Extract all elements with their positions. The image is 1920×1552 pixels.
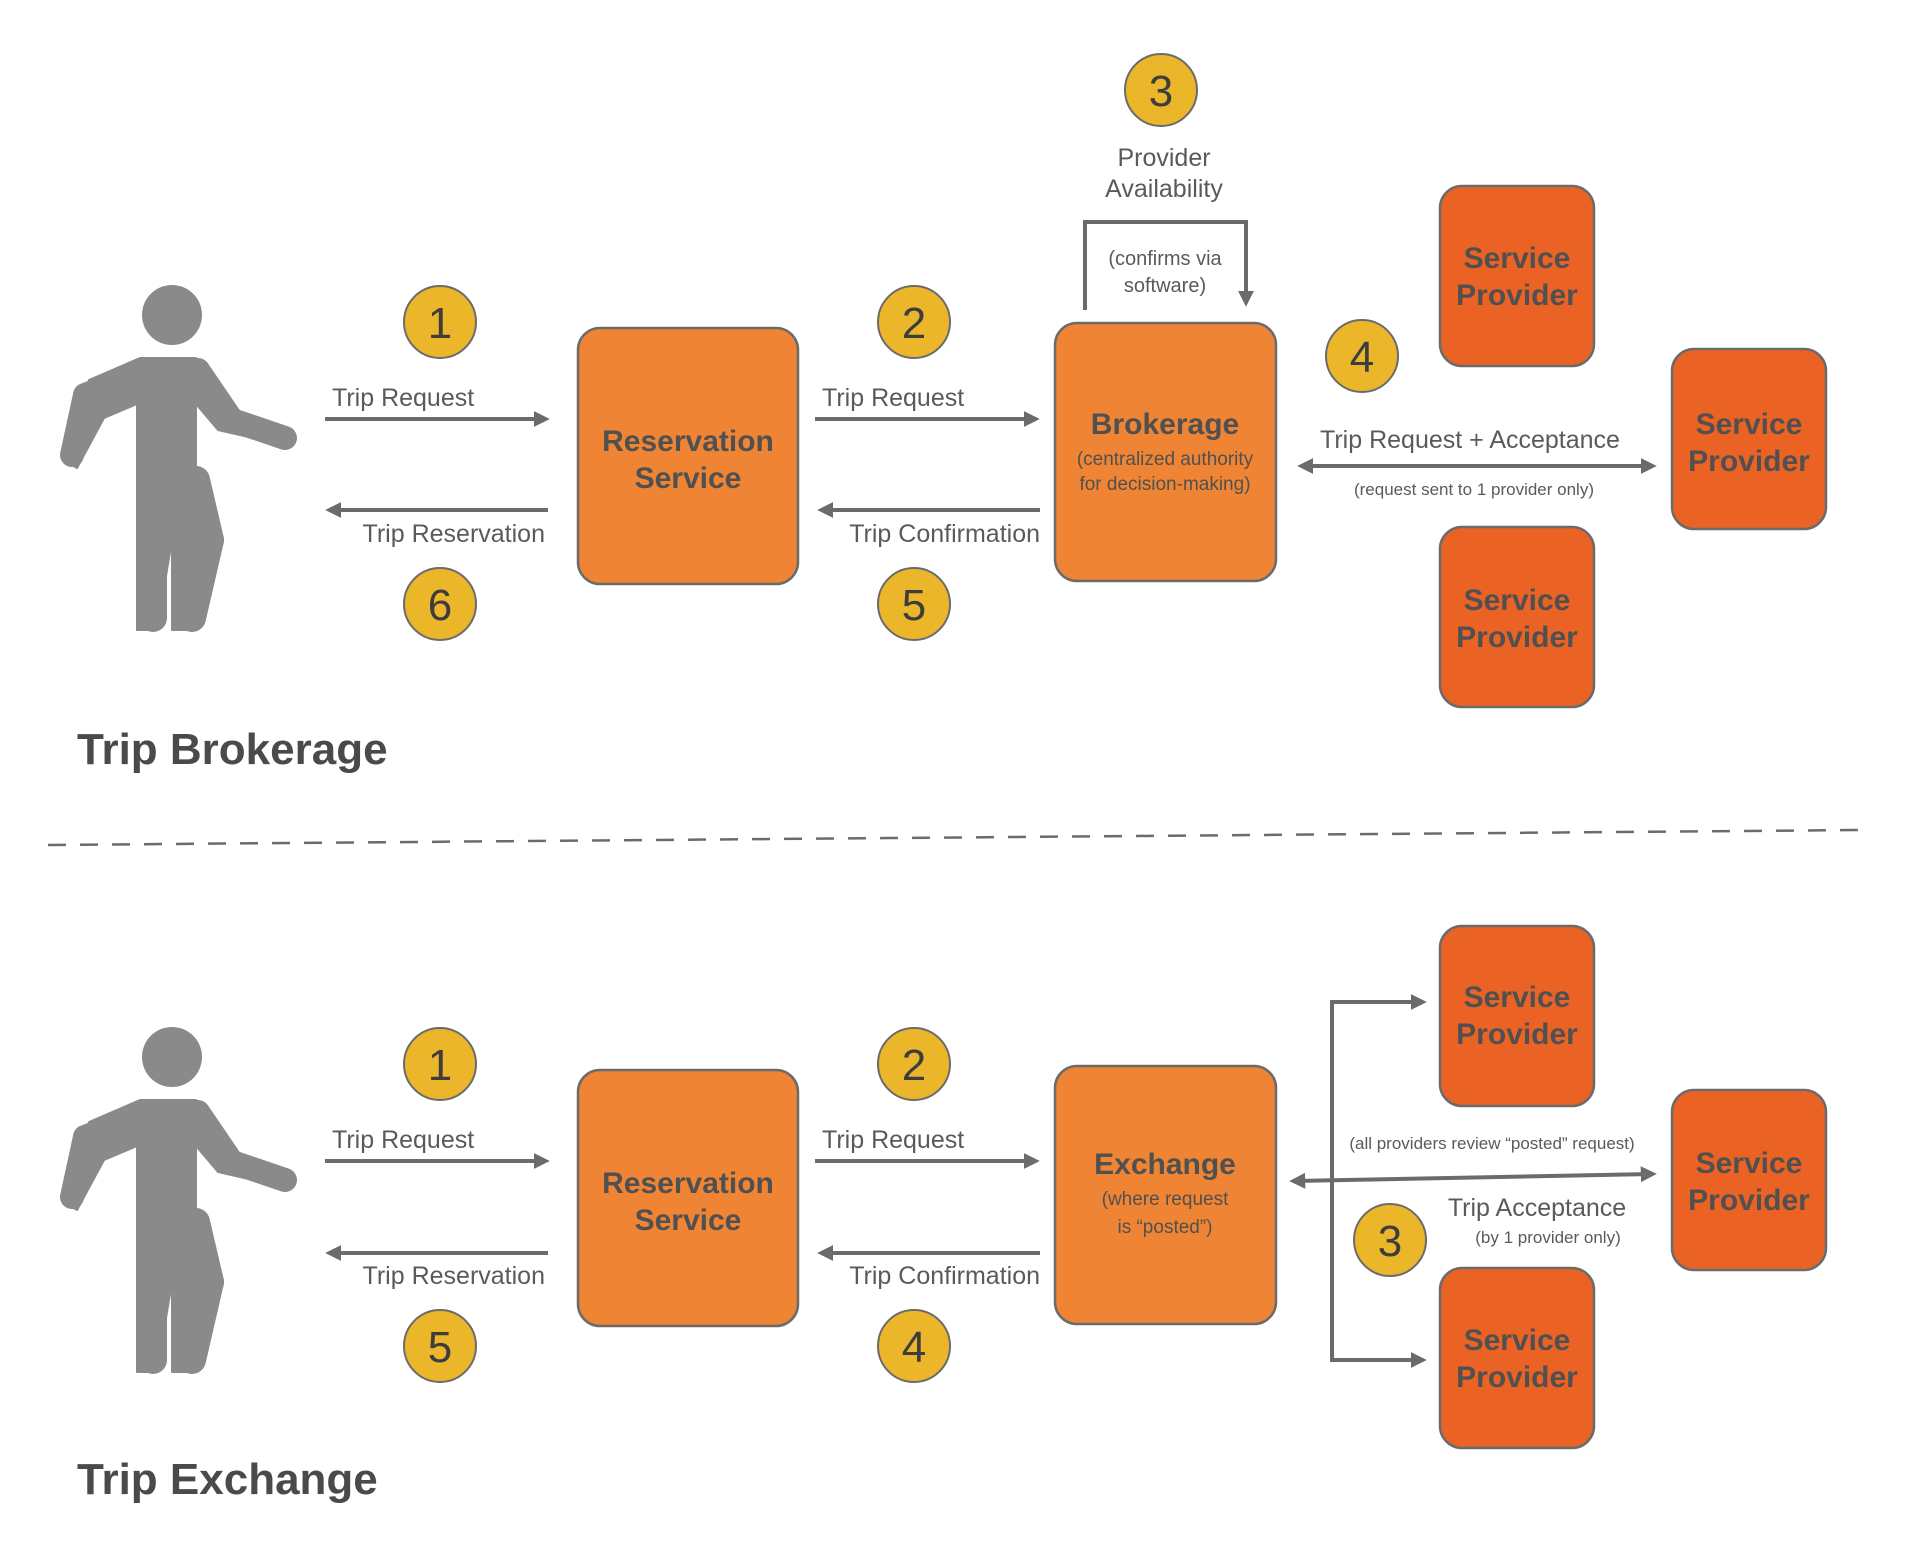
person-icon (60, 1027, 297, 1374)
box-title: Service (635, 1204, 742, 1237)
step-number: 3 (1378, 1217, 1402, 1266)
step-number: 1 (428, 299, 452, 348)
step-number: 4 (902, 1323, 926, 1372)
box-title: Provider (1688, 1184, 1810, 1217)
step-badge-5: 5 (403, 1309, 477, 1383)
step-badge-4: 4 (877, 1309, 951, 1383)
box-title: Service (1696, 1147, 1803, 1180)
request-note: (request sent to 1 provider only) (1354, 480, 1594, 499)
provider-availability-label: Provider (1117, 144, 1210, 172)
box-title: Provider (1456, 621, 1578, 654)
step-badge-6: 6 (403, 567, 477, 641)
box-title: Service (1696, 408, 1803, 441)
section-divider (47, 828, 1863, 847)
availability-loop-arrow (1083, 220, 1254, 310)
step-number: 2 (902, 299, 926, 348)
box-title: Service (635, 462, 742, 495)
box-subtitle: for decision-making) (1079, 474, 1250, 495)
step-badge-3: 3 (1353, 1203, 1427, 1277)
trip-reservation-label: Trip Reservation (363, 520, 545, 548)
trip-confirmation-label: Trip Confirmation (849, 520, 1040, 548)
service-provider-box: Service Provider (1670, 1088, 1828, 1272)
trip-reservation-label: Trip Reservation (363, 1262, 545, 1290)
box-title: Brokerage (1091, 408, 1239, 441)
step-number: 2 (902, 1041, 926, 1090)
all-review-note: (all providers review “posted” request) (1349, 1134, 1634, 1153)
reservation-service-box: Reservation Service (576, 1068, 800, 1328)
step-badge-1: 1 (403, 1027, 477, 1101)
step-number: 3 (1149, 67, 1173, 116)
exchange-section: 1 2 3 4 5 Trip Request Trip Reservation … (60, 924, 1828, 1504)
step-badge-4: 4 (1325, 319, 1399, 393)
box-subtitle: is “posted”) (1117, 1217, 1212, 1238)
step-number: 5 (902, 581, 926, 630)
trip-request-label-2: Trip Request (822, 384, 964, 412)
box-title: Provider (1688, 445, 1810, 478)
trip-request-label: Trip Request (332, 1126, 474, 1154)
section-title: Trip Brokerage (77, 725, 388, 774)
box-title: Reservation (602, 1167, 774, 1200)
request-acceptance-label: Trip Request + Acceptance (1320, 426, 1620, 454)
box-title: Provider (1456, 1361, 1578, 1394)
box-subtitle: (centralized authority (1077, 449, 1254, 470)
box-title: Provider (1456, 279, 1578, 312)
confirms-note: software) (1124, 275, 1206, 297)
box-title: Exchange (1094, 1148, 1236, 1181)
exchange-box: Exchange (where request is “posted”) (1053, 1064, 1278, 1326)
brokerage-box: Brokerage (centralized authority for dec… (1053, 321, 1278, 583)
service-provider-box: Service Provider (1438, 184, 1596, 368)
box-subtitle: (where request (1102, 1189, 1229, 1210)
step-badge-1: 1 (403, 285, 477, 359)
step-badge-3: 3 (1124, 53, 1198, 127)
step-badge-5: 5 (877, 567, 951, 641)
box-title: Provider (1456, 1018, 1578, 1051)
box-title: Service (1464, 242, 1571, 275)
trip-request-label-2: Trip Request (822, 1126, 964, 1154)
trip-request-label: Trip Request (332, 384, 474, 412)
service-provider-box: Service Provider (1438, 1266, 1596, 1450)
reservation-service-box: Reservation Service (576, 326, 800, 586)
post-to-provider-arrow (1330, 1181, 1427, 1368)
service-provider-box: Service Provider (1438, 924, 1596, 1108)
service-provider-box: Service Provider (1670, 347, 1828, 531)
confirms-note: (confirms via (1108, 248, 1222, 270)
box-title: Reservation (602, 425, 774, 458)
provider-availability-label: Availability (1105, 175, 1223, 203)
acceptance-note: (by 1 provider only) (1475, 1228, 1621, 1247)
step-badge-2: 2 (877, 285, 951, 359)
step-number: 5 (428, 1323, 452, 1372)
step-number: 4 (1350, 333, 1374, 382)
brokerage-section: 1 2 3 4 5 6 Trip Request Trip Reservatio… (60, 53, 1828, 774)
trip-confirmation-label: Trip Confirmation (849, 1262, 1040, 1290)
post-to-provider-arrow (1330, 994, 1427, 1181)
section-title: Trip Exchange (77, 1455, 378, 1504)
trip-acceptance-label: Trip Acceptance (1448, 1194, 1626, 1222)
box-title: Service (1464, 1324, 1571, 1357)
step-number: 6 (428, 581, 452, 630)
box-title: Service (1464, 584, 1571, 617)
service-provider-box: Service Provider (1438, 525, 1596, 709)
step-number: 1 (428, 1041, 452, 1090)
step-badge-2: 2 (877, 1027, 951, 1101)
box-title: Service (1464, 981, 1571, 1014)
person-icon (60, 285, 297, 632)
acceptance-arrow (1289, 1166, 1657, 1189)
